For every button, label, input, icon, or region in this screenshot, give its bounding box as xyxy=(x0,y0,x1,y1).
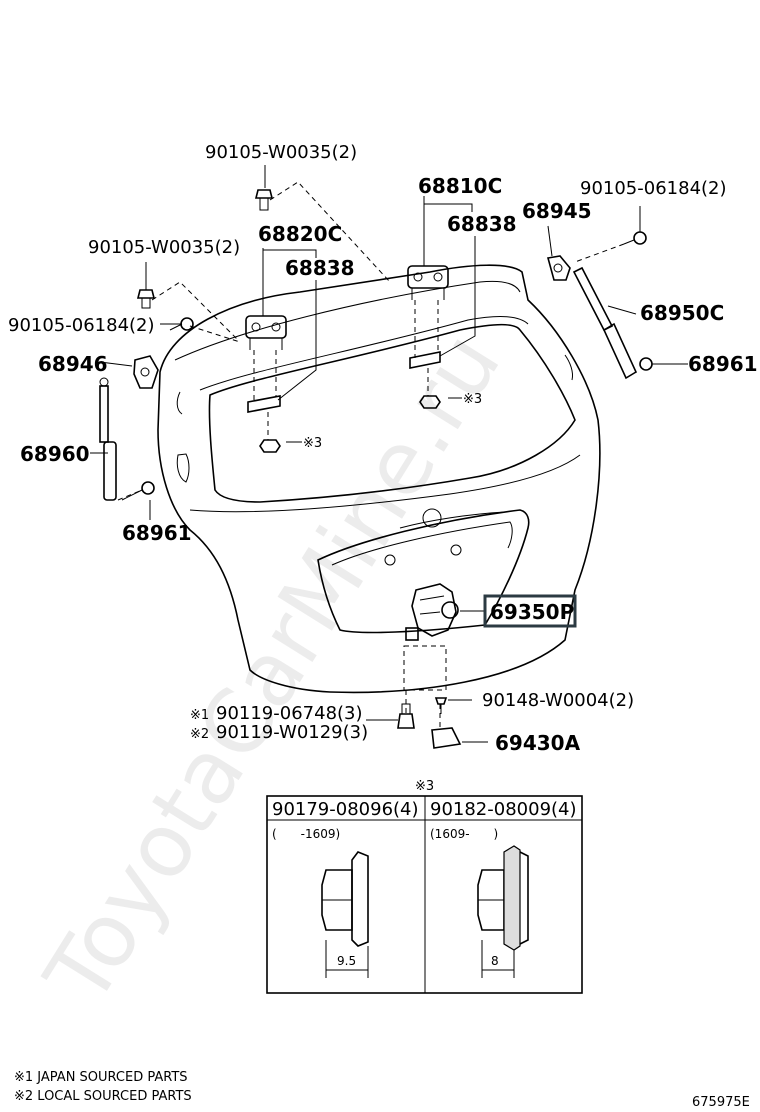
detail-left-range: ( -1609) xyxy=(272,827,340,841)
label-90119-06748: 90119-06748(3) xyxy=(216,703,363,724)
striker-box xyxy=(403,645,447,691)
label-68838-left: 68838 xyxy=(285,256,355,280)
label-mark1: ※1 xyxy=(190,708,209,723)
label-68961-right: 68961 xyxy=(688,352,758,376)
bracket-68945 xyxy=(546,255,571,281)
label-68810c: 68810C xyxy=(418,174,502,198)
label-90105-w0035-top: 90105-W0035(2) xyxy=(205,142,357,163)
hinge-left-68820c xyxy=(245,315,287,350)
ball-stud-right-68961 xyxy=(639,357,653,371)
nut-left xyxy=(259,439,281,453)
detail-left-dim: 9.5 xyxy=(337,954,356,968)
label-68838-right: 68838 xyxy=(447,212,517,236)
bracket-68946 xyxy=(133,355,159,389)
ball-stud-left-68961 xyxy=(121,481,155,501)
label-68960: 68960 xyxy=(20,442,90,466)
label-68820c: 68820C xyxy=(258,222,342,246)
detail-right-part: 90182-08009(4) xyxy=(430,799,577,820)
bolt-top xyxy=(254,189,274,211)
figure-id: 675975E xyxy=(692,1095,750,1110)
bolt-left xyxy=(136,289,156,309)
detail-right-range: (1609- ) xyxy=(430,827,498,841)
nut-right xyxy=(419,395,441,409)
label-68950c: 68950C xyxy=(640,301,724,325)
flange-nut-right xyxy=(477,845,529,978)
footnote-local: ※2 LOCAL SOURCED PARTS xyxy=(14,1089,192,1104)
hinge-right-68810c xyxy=(407,265,449,300)
label-68945: 68945 xyxy=(522,199,592,223)
label-90148-w0004: 90148-W0004(2) xyxy=(482,690,634,711)
label-90105-06184-left: 90105-06184(2) xyxy=(8,315,155,336)
shim-right-68838 xyxy=(409,351,441,369)
stay-left-68960 xyxy=(99,377,117,501)
label-90119-w0129: 90119-W0129(3) xyxy=(216,722,368,743)
lock-assembly-69350p xyxy=(405,583,459,641)
footnote-japan: ※1 JAPAN SOURCED PARTS xyxy=(14,1070,188,1085)
label-68946: 68946 xyxy=(38,352,108,376)
label-90105-w0035-left: 90105-W0035(2) xyxy=(88,237,240,258)
label-68961-left: 68961 xyxy=(122,521,192,545)
label-note3-right: ※3 xyxy=(463,392,482,407)
detail-heading: ※3 xyxy=(415,779,434,794)
back-door-panel xyxy=(157,264,601,694)
label-69350p[interactable]: 69350P xyxy=(490,600,574,624)
detail-left-part: 90179-08096(4) xyxy=(272,799,419,820)
stay-right-68950c xyxy=(572,266,638,380)
label-note3-left: ※3 xyxy=(303,436,322,451)
detail-table: ※3 90179-08096(4) 90182-08009(4) ( -1609… xyxy=(266,779,583,994)
label-90105-06184-right: 90105-06184(2) xyxy=(580,178,727,199)
bolt-06184-right xyxy=(623,231,647,245)
highlight-box-69350p xyxy=(483,594,577,628)
flange-nut-left xyxy=(321,851,369,978)
label-mark2: ※2 xyxy=(190,727,209,742)
striker-69430a xyxy=(431,727,462,749)
label-69430a: 69430A xyxy=(495,731,581,755)
shim-left-68838 xyxy=(247,395,281,413)
screw-90148 xyxy=(434,697,448,714)
bolt-90119 xyxy=(397,703,415,729)
detail-right-dim: 8 xyxy=(491,954,499,968)
leader-lines xyxy=(90,165,688,743)
